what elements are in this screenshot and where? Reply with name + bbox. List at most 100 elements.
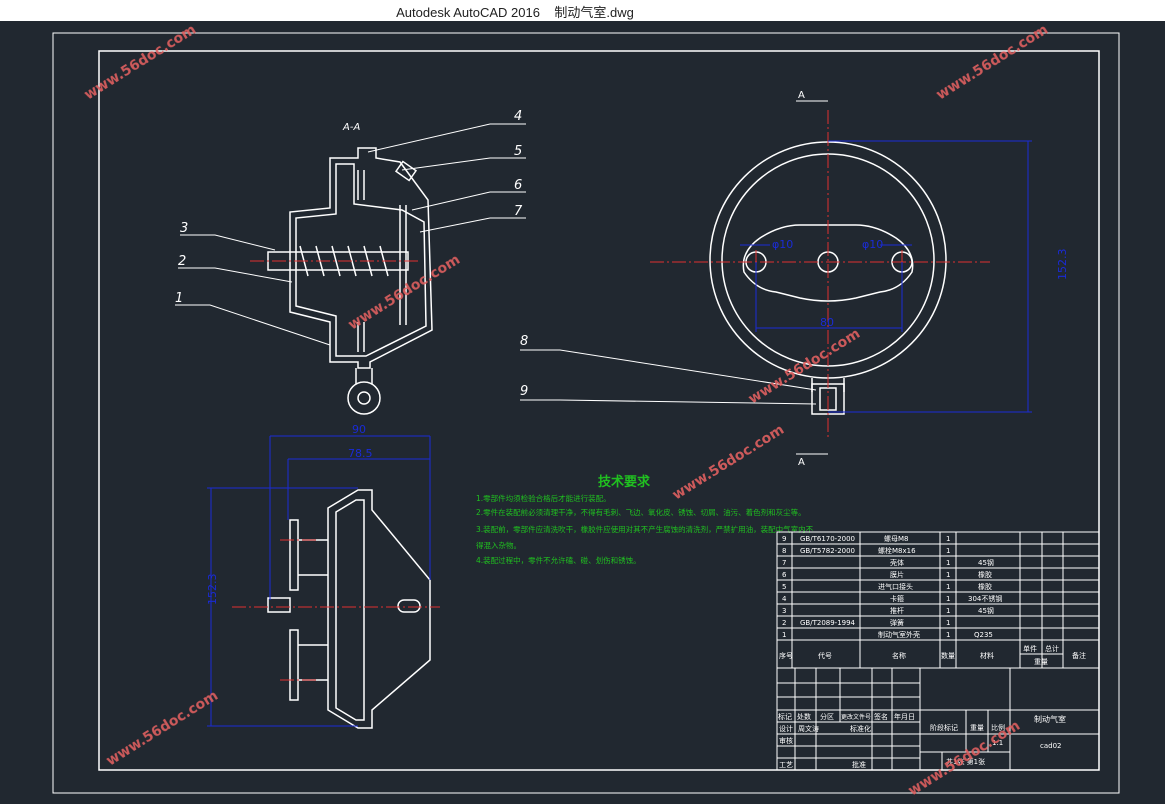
header-weight: 重量 — [1034, 658, 1048, 666]
row-5-name: 进气口接头 — [878, 582, 913, 591]
callout-numbers: 4 5 6 7 3 2 1 8 9 — [175, 109, 528, 399]
watermark: www.56doc.com — [670, 422, 787, 504]
row-4-mat: 304不锈钢 — [968, 594, 1002, 603]
tb-count: 处数 — [797, 712, 811, 721]
header-no: 序号 — [779, 651, 793, 660]
watermark: www.56doc.com — [104, 688, 221, 770]
header-qty: 数量 — [941, 651, 955, 660]
watermark: www.56doc.com — [934, 22, 1051, 104]
header-total: 总计 — [1045, 644, 1059, 653]
callout-9: 9 — [520, 384, 528, 399]
side-view[interactable] — [267, 489, 431, 729]
section-mark-top: A — [798, 90, 805, 101]
row-5-no: 5 — [782, 583, 786, 591]
row-6-name: 膜片 — [890, 570, 904, 579]
title-block — [776, 667, 1100, 771]
row-8-code: GB/T5782-2000 — [800, 547, 855, 555]
row-3-qty: 1 — [946, 607, 950, 615]
tb-design: 设计 — [779, 724, 793, 733]
row-7-mat: 45钢 — [978, 558, 994, 567]
tb-stage-mark: 阶段标记 — [930, 723, 958, 732]
tb-zone: 分区 — [820, 712, 834, 721]
tech-line-1: 1.零部件均须检验合格后才能进行装配。 — [476, 493, 611, 503]
section-label: A-A — [342, 122, 360, 133]
row-1-qty: 1 — [946, 631, 950, 639]
row-1-name: 制动气室外壳 — [878, 630, 920, 639]
row-2-code: GB/T2089-1994 — [800, 619, 856, 627]
parts-list — [776, 531, 1100, 669]
window-title: Autodesk AutoCAD 2016 制动气室.dwg — [0, 2, 1030, 21]
callout-7: 7 — [514, 204, 523, 219]
watermark: www.56doc.com — [906, 718, 1023, 800]
callout-2: 2 — [178, 254, 186, 269]
tb-approve: 批准 — [852, 760, 866, 769]
header-unit: 单件 — [1023, 644, 1037, 653]
row-5-mat: 橡胶 — [978, 582, 992, 591]
section-view-a-a[interactable]: A-A — [267, 122, 433, 415]
tb-code: cad02 — [1040, 742, 1062, 750]
tb-scale: 1:1 — [992, 739, 1003, 747]
header-remark: 备注 — [1072, 651, 1086, 660]
row-7-qty: 1 — [946, 559, 950, 567]
row-9-code: GB/T6170-2000 — [800, 535, 855, 543]
tb-change-doc: 更改文件号 — [841, 713, 871, 721]
tb-sign: 签名 — [874, 712, 888, 721]
dim-top-inner-width: 78.5 — [348, 447, 373, 460]
callout-3: 3 — [180, 221, 188, 236]
side-dimensions — [207, 435, 431, 727]
row-6-no: 6 — [782, 571, 787, 579]
tb-drawing-name: 制动气室 — [1034, 714, 1066, 724]
tb-ratio: 比例 — [991, 723, 1005, 732]
header-name: 名称 — [892, 651, 906, 660]
app-title: Autodesk AutoCAD 2016 — [396, 5, 540, 20]
callout-8: 8 — [520, 334, 528, 349]
parts-list-text: 9 GB/T6170-2000 螺母M8 1 8 GB/T5782-2000 螺… — [779, 534, 1086, 666]
tech-line-2: 2.零件在装配前必须清理干净，不得有毛刺、飞边、氧化皮、锈蚀、切屑、油污、着色剂… — [476, 507, 806, 517]
side-dimension-texts: 90 78.5 152.3 — [206, 423, 373, 605]
row-9-no: 9 — [782, 535, 786, 543]
window-titlebar: Autodesk AutoCAD 2016 制动气室.dwg — [0, 0, 1165, 21]
file-name: 制动气室.dwg — [554, 5, 634, 20]
tech-line-3: 3.装配前，零部件应清洗吹干，橡胶件应使用对其不产生腐蚀的清洗剂，严禁扩用油，装… — [476, 524, 814, 534]
callout-5: 5 — [514, 144, 522, 159]
side-centerlines — [232, 539, 440, 681]
callout-4: 4 — [514, 109, 522, 124]
dim-phi-left: φ10 — [772, 238, 793, 251]
tech-title: 技术要求 — [598, 474, 651, 490]
row-6-qty: 1 — [946, 571, 950, 579]
row-8-qty: 1 — [946, 547, 950, 555]
row-8-name: 螺栓M8x16 — [878, 546, 916, 555]
section-marks: A A — [796, 90, 828, 468]
tb-date: 年月日 — [894, 712, 915, 721]
row-5-qty: 1 — [946, 583, 950, 591]
dim-phi-right: φ10 — [862, 238, 883, 251]
front-dimensions — [740, 140, 1032, 413]
drawing-canvas[interactable]: A-A 4 5 6 7 3 2 — [0, 21, 1165, 800]
row-4-name: 卡箍 — [890, 594, 904, 603]
row-8-no: 8 — [782, 547, 786, 555]
row-1-mat: Q235 — [974, 631, 993, 639]
tb-mark: 标记 — [778, 712, 792, 721]
row-9-qty: 1 — [946, 535, 950, 543]
outer-border — [52, 32, 1120, 794]
row-3-no: 3 — [782, 607, 786, 615]
title-block-text: 标记 处数 分区 更改文件号 签名 年月日 设计 周文涛 标准化 阶段标记 重量… — [778, 712, 1066, 769]
cad-drawing[interactable]: A-A 4 5 6 7 3 2 — [0, 21, 1165, 800]
row-3-name: 推杆 — [890, 606, 904, 615]
tech-line-4: 得混入杂物。 — [476, 540, 521, 550]
header-code: 代号 — [818, 651, 832, 660]
row-4-no: 4 — [782, 595, 787, 603]
callout-6: 6 — [514, 178, 522, 193]
dim-hole-spacing: 80 — [820, 316, 834, 329]
callouts-section — [175, 123, 526, 346]
row-9-name: 螺母M8 — [884, 534, 909, 543]
tb-standardize: 标准化 — [850, 724, 871, 733]
callout-1: 1 — [175, 291, 183, 306]
front-dimension-texts: φ10 φ10 80 152.3 — [772, 238, 1069, 329]
inner-border — [98, 50, 1100, 771]
watermark: www.56doc.com — [346, 252, 463, 334]
tb-designer: 周文涛 — [798, 724, 819, 733]
row-6-mat: 橡胶 — [978, 570, 992, 579]
dim-top-width: 90 — [352, 423, 366, 436]
tech-requirements: 技术要求 1.零部件均须检验合格后才能进行装配。 2.零件在装配前必须清理干净，… — [476, 474, 814, 565]
